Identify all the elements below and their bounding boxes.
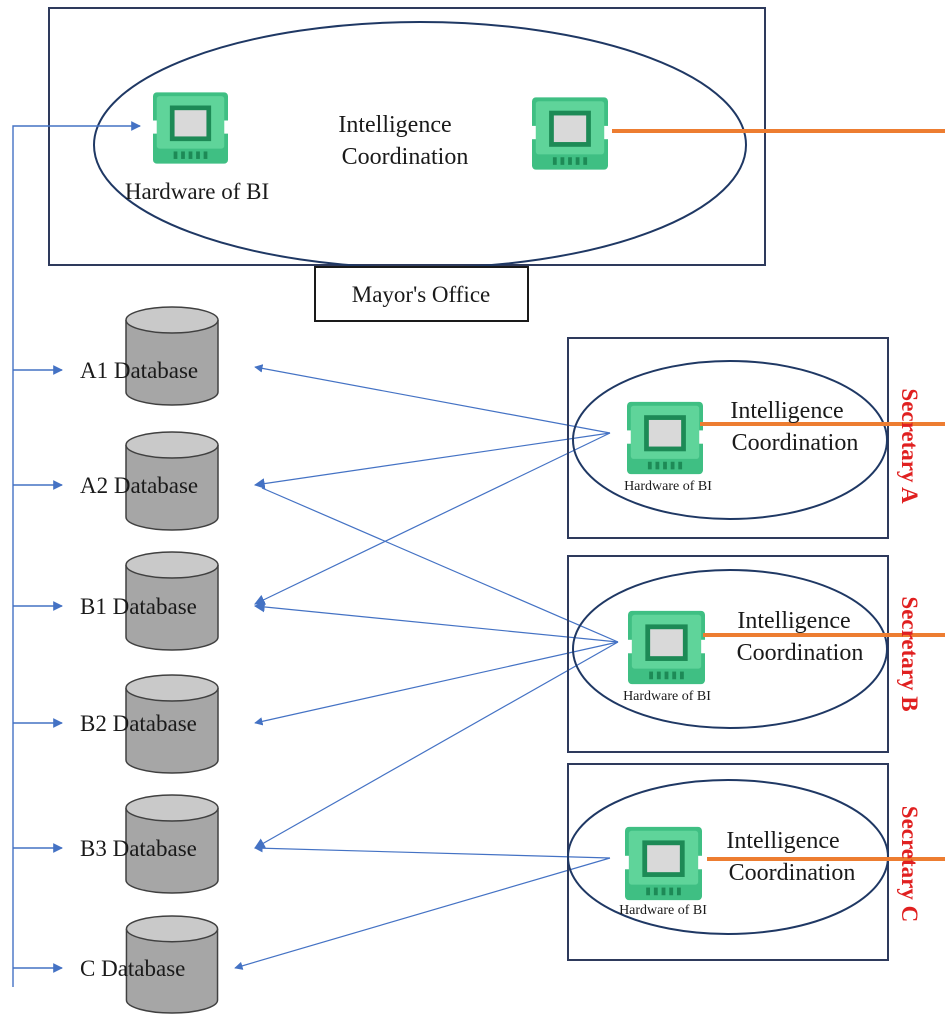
secretary-a-ellipse bbox=[572, 360, 888, 520]
secretary-a-title: Secretary A bbox=[897, 388, 922, 504]
database-cylinder-icon bbox=[125, 306, 219, 406]
circuit-board-icon bbox=[153, 92, 228, 164]
database-label: B1 Database bbox=[80, 594, 197, 619]
database-label: C Database bbox=[80, 956, 185, 981]
database-b2: B2 Database bbox=[80, 674, 219, 774]
secretary-b-frame bbox=[567, 555, 889, 753]
secretary-c-label-line2: Coordination bbox=[729, 860, 856, 886]
database-label: B3 Database bbox=[80, 836, 197, 861]
circuit-board-icon bbox=[532, 97, 608, 170]
secretary-b-ellipse bbox=[572, 569, 888, 729]
secretary-a-group: Intelligence Coordination Hardware of BI… bbox=[567, 337, 945, 539]
secretary-a-frame bbox=[567, 337, 889, 539]
database-a1: A1 Database bbox=[80, 306, 219, 406]
circuit-board-icon bbox=[627, 401, 703, 475]
secretary-b-group: Intelligence Coordination Hardware of BI… bbox=[567, 555, 945, 753]
database-label: A1 Database bbox=[80, 358, 198, 383]
secretary-a-label-line1: Intelligence bbox=[730, 398, 843, 424]
mayors-office-group: Intelligence Coordination Hardware of BI… bbox=[48, 7, 945, 322]
secretary-links bbox=[234, 364, 619, 970]
secretary-c-title: Secretary C bbox=[897, 806, 922, 922]
secretary-b-label-line1: Intelligence bbox=[737, 608, 850, 634]
secretary-c-group: Intelligence Coordination Hardware of BI… bbox=[567, 763, 945, 961]
secretary-c-hardware-label: Hardware of BI bbox=[619, 903, 707, 918]
secretary-a-label-line2: Coordination bbox=[732, 430, 859, 456]
left-bus bbox=[12, 121, 141, 987]
database-b1: B1 Database bbox=[80, 551, 219, 651]
secretary-c-label-line1: Intelligence bbox=[726, 828, 839, 854]
database-b3: B3 Database bbox=[80, 794, 219, 894]
database-a2: A2 Database bbox=[80, 431, 219, 531]
databases: A1 Database A2 Database B1 Database B2 D… bbox=[80, 306, 219, 1014]
circuit-board-icon bbox=[628, 610, 705, 685]
mayors-office-label-box bbox=[314, 266, 529, 322]
database-label: B2 Database bbox=[80, 711, 197, 736]
database-label: A2 Database bbox=[80, 473, 198, 498]
database-c: C Database bbox=[80, 915, 219, 1014]
secretary-b-title: Secretary B bbox=[897, 596, 922, 711]
mayors-office-label: Mayor's Office bbox=[352, 282, 490, 307]
secretary-a-hardware-label: Hardware of BI bbox=[624, 479, 712, 494]
mayor-center-label-line1: Intelligence bbox=[338, 112, 451, 138]
mayors-office-frame bbox=[48, 7, 766, 266]
mayor-center-label-line2: Coordination bbox=[342, 144, 469, 170]
mayor-hardware-label: Hardware of BI bbox=[125, 179, 269, 204]
secretary-b-hardware-label: Hardware of BI bbox=[623, 689, 711, 704]
circuit-board-icon bbox=[625, 826, 702, 901]
secretary-b-label-line2: Coordination bbox=[737, 640, 864, 666]
